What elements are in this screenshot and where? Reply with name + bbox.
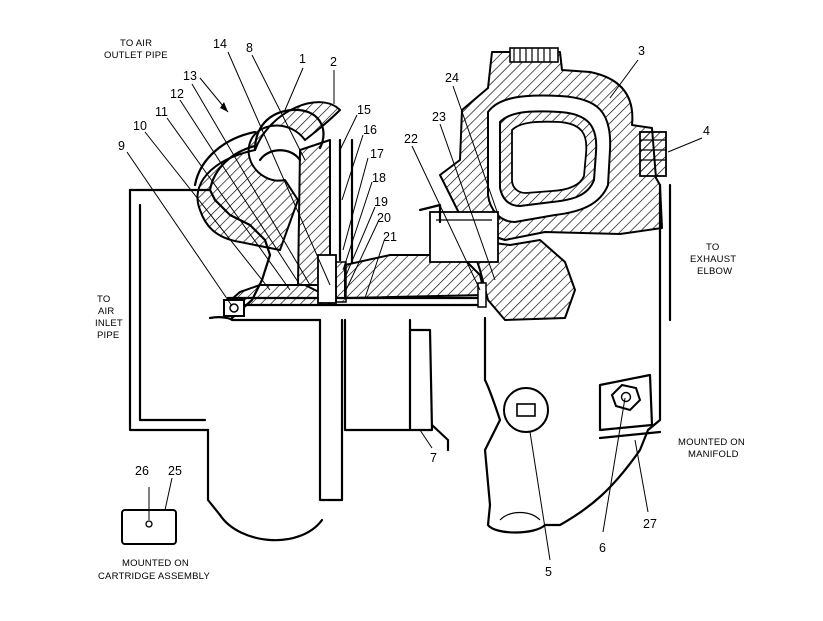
- callout-15: 15: [357, 103, 371, 117]
- mounting-nut-6: [598, 373, 662, 440]
- callout-18: 18: [372, 171, 386, 185]
- exhaust-caption-line1: TO: [706, 242, 719, 253]
- callout-10: 10: [133, 119, 147, 133]
- turbine-housing: [439, 47, 672, 322]
- compressor-housing: [128, 101, 341, 542]
- manifold-caption-line1: MOUNTED ON: [678, 437, 745, 448]
- turbocharger-drawing: [121, 47, 672, 545]
- oil-port-5: [503, 387, 549, 433]
- manifold-caption-line2: MANIFOLD: [688, 449, 739, 460]
- callout-26: 26: [135, 464, 149, 478]
- air-outlet-caption-line1: TO AIR: [120, 38, 152, 49]
- callout-17: 17: [370, 147, 384, 161]
- air-inlet-caption-line4: PIPE: [97, 330, 119, 341]
- callout-22: 22: [404, 132, 418, 146]
- air-inlet-caption-line3: INLET: [95, 318, 123, 329]
- callout-12: 12: [170, 87, 184, 101]
- callout-20: 20: [377, 211, 391, 225]
- air-inlet-caption-line1: TO: [97, 294, 110, 305]
- callout-4: 4: [703, 124, 710, 138]
- callout-5: 5: [545, 565, 552, 579]
- callout-13: 13: [183, 69, 197, 83]
- cartridge-caption-line2: CARTRIDGE ASSEMBLY: [98, 571, 210, 582]
- callout-21: 21: [383, 230, 397, 244]
- air-outlet-caption-line2: OUTLET PIPE: [104, 50, 168, 61]
- callout-16: 16: [363, 123, 377, 137]
- callout-7: 7: [430, 451, 437, 465]
- captions: TO AIR OUTLET PIPE TO AIR INLET PIPE TO …: [95, 38, 745, 582]
- callout-1: 1: [299, 52, 306, 66]
- callout-9: 9: [118, 139, 125, 153]
- callout-14: 14: [213, 37, 227, 51]
- callout-27: 27: [643, 517, 657, 531]
- callout-labels: 14 8 1 2 13 12 11 10 9 15 16 17 18 19 20…: [118, 37, 710, 579]
- cartridge-caption-line1: MOUNTED ON: [122, 558, 189, 569]
- callout-23: 23: [432, 110, 446, 124]
- air-inlet-caption-line2: AIR: [98, 306, 114, 317]
- leader-lines: [126, 51, 703, 561]
- callout-8: 8: [246, 41, 253, 55]
- lower-section: [208, 316, 662, 534]
- callout-25: 25: [168, 464, 182, 478]
- exhaust-caption-line2: EXHAUST: [690, 254, 736, 265]
- callout-11: 11: [155, 105, 168, 119]
- callout-3: 3: [638, 44, 645, 58]
- center-backplate: [224, 138, 486, 306]
- callout-2: 2: [330, 55, 337, 69]
- callout-19: 19: [374, 195, 388, 209]
- callout-24: 24: [445, 71, 459, 85]
- exhaust-caption-line3: ELBOW: [697, 266, 732, 277]
- callout-6: 6: [599, 541, 606, 555]
- rotor-shaft: [223, 203, 499, 317]
